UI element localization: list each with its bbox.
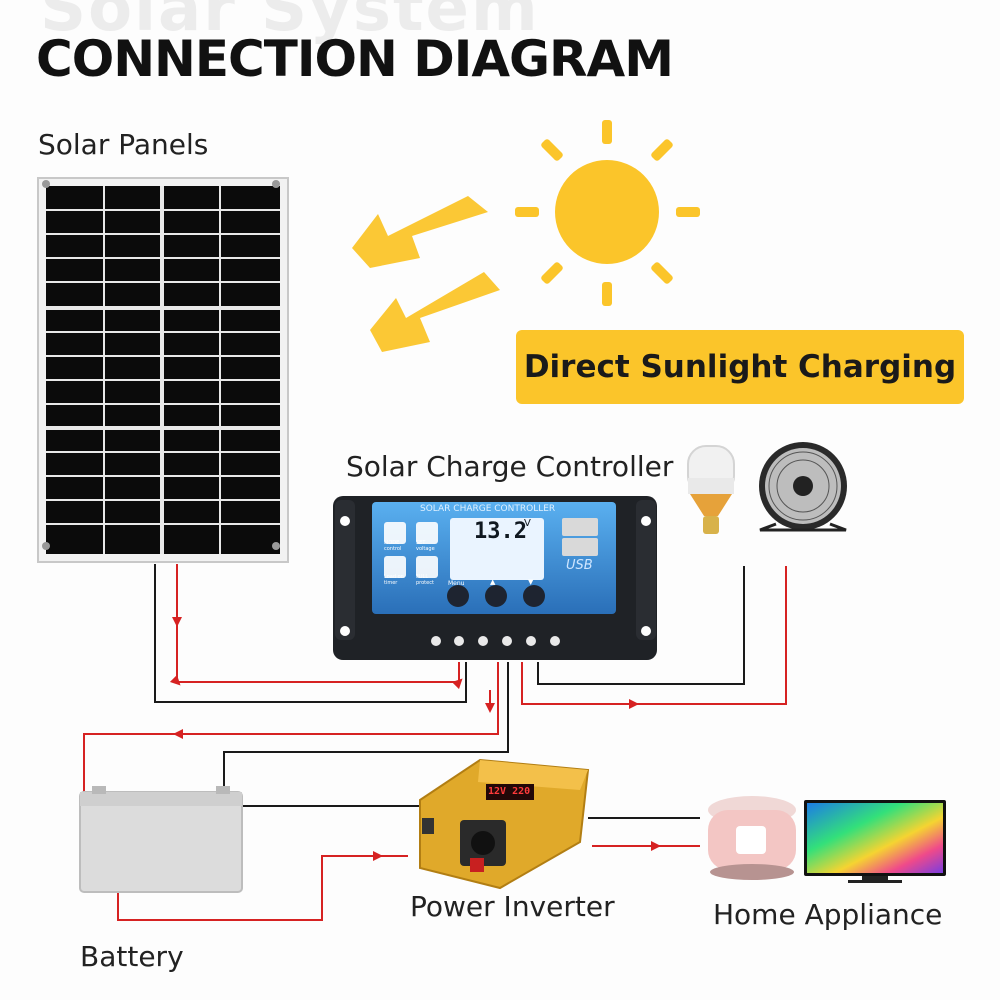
charge-controller-label: Solar Charge Controller xyxy=(346,450,674,483)
power-inverter-label: Power Inverter xyxy=(410,890,615,923)
usb-label: USB xyxy=(566,558,593,573)
ghost-heading: Solar System xyxy=(40,0,540,46)
sunlight-charging-banner: Direct Sunlight Charging xyxy=(516,330,964,404)
lcd-unit: V xyxy=(524,518,531,529)
down-button-label: ▼ xyxy=(528,578,534,586)
sun-icon xyxy=(515,120,700,306)
key-set: SET voltage xyxy=(416,540,435,552)
key-mode: MODE control xyxy=(384,540,402,552)
home-appliance-label: Home Appliance xyxy=(713,898,943,931)
key-load: Load on timer xyxy=(384,574,404,586)
key-full: FULL protect xyxy=(416,574,434,586)
led-bulb-icon xyxy=(687,445,735,534)
lcd-voltage: 13.2 xyxy=(474,519,527,544)
page-title: CONNECTION DIAGRAM xyxy=(36,30,674,88)
sunlight-arrow-icon xyxy=(352,196,500,352)
battery-label: Battery xyxy=(80,940,184,973)
rice-cooker-icon xyxy=(708,796,796,880)
solar-panel xyxy=(37,177,289,563)
menu-button-label: Menu xyxy=(448,580,465,587)
inverter-display: 12V 220 xyxy=(488,786,531,797)
tv-icon xyxy=(804,800,946,883)
solar-panels-label: Solar Panels xyxy=(38,128,209,161)
battery xyxy=(79,786,243,893)
up-button-label: ▲ xyxy=(490,578,496,586)
fan-icon xyxy=(759,442,847,532)
controller-header: SOLAR CHARGE CONTROLLER xyxy=(420,504,556,514)
wiring xyxy=(83,564,787,921)
charge-controller xyxy=(333,496,657,660)
power-inverter xyxy=(419,758,590,890)
